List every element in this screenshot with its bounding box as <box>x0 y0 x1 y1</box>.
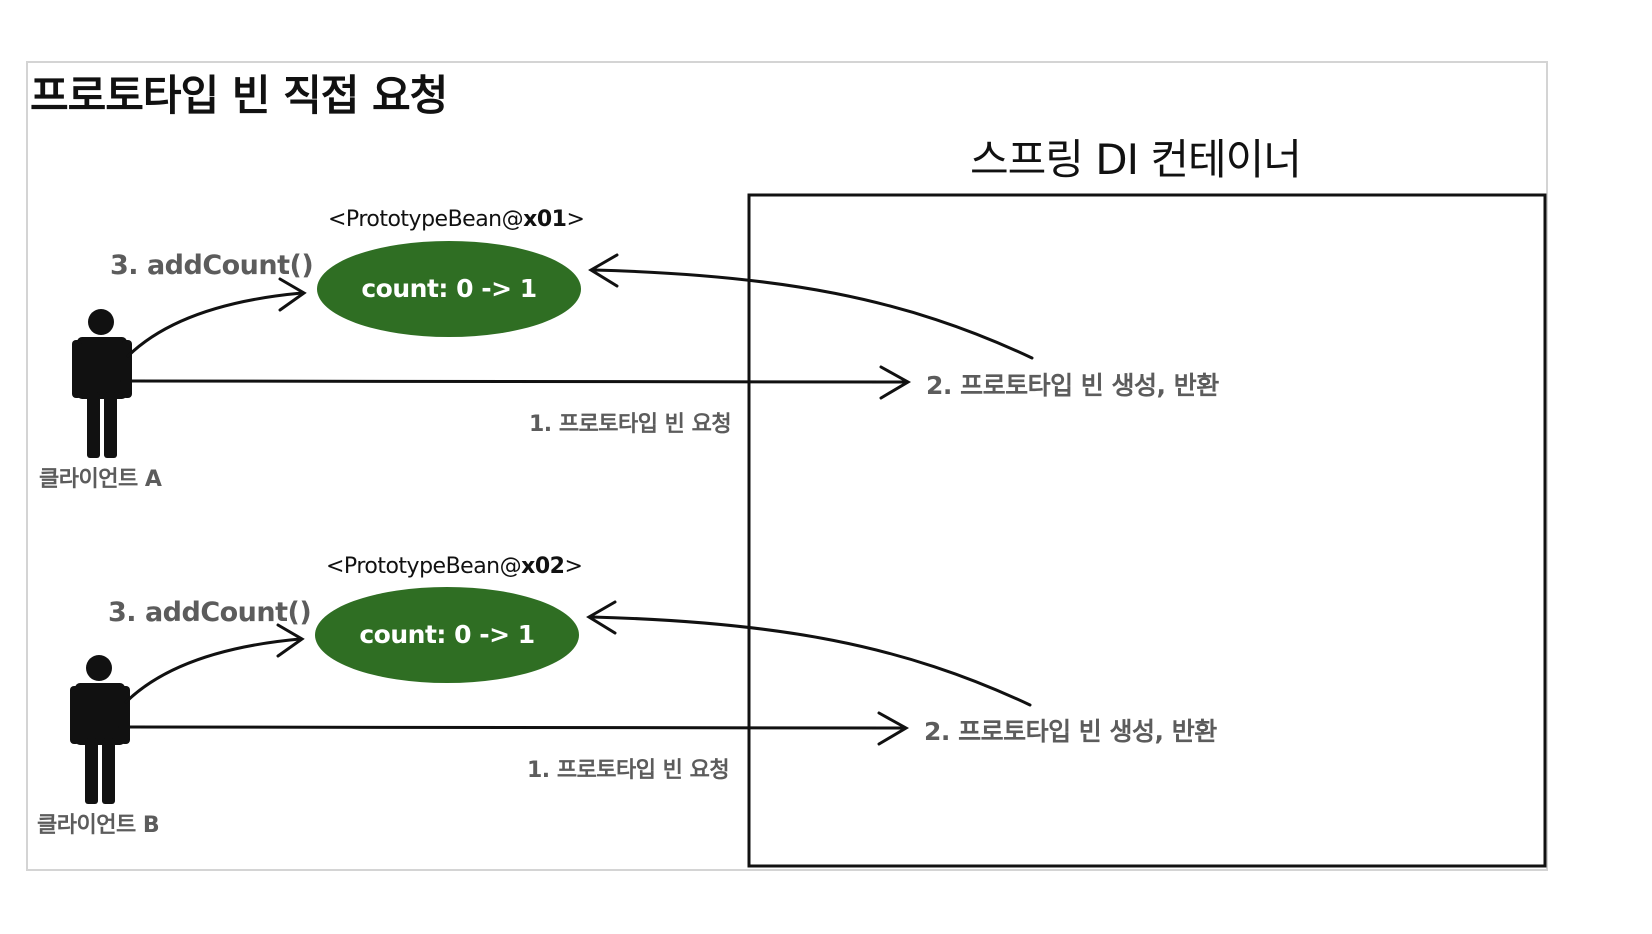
return-a-label: 2. 프로토타입 빈 생성, 반환 <box>926 371 1219 400</box>
return-arrow-a <box>588 253 1034 360</box>
request-arrow-a <box>120 365 912 400</box>
bean-a-label: <PrototypeBean@x01> <box>328 207 585 232</box>
client-b-figure <box>70 655 130 804</box>
bean-a-count: count: 0 -> 1 <box>361 274 537 303</box>
bean-b-label: <PrototypeBean@x02> <box>326 554 583 579</box>
request-arrow-b <box>118 711 910 746</box>
client-a-label: 클라이언트 A <box>39 467 162 492</box>
bean-b-ellipse <box>315 587 579 683</box>
bean-b-id: x02 <box>521 554 565 579</box>
page-title: 프로토타입 빈 직접 요청 <box>30 71 448 120</box>
di-container-box <box>747 193 1547 868</box>
addcount-arrow-a <box>126 277 307 358</box>
addcount-arrow-b <box>124 623 305 704</box>
diagram-frame <box>26 61 1548 871</box>
request-b-label: 1. 프로토타입 빈 요청 <box>527 758 730 783</box>
addcount-b-label: 3. addCount() <box>108 597 312 628</box>
container-title: 스프링 DI 컨테이너 <box>970 135 1302 184</box>
bean-b-count: count: 0 -> 1 <box>359 620 535 649</box>
bean-a-id: x01 <box>523 207 567 232</box>
request-a-label: 1. 프로토타입 빈 요청 <box>529 412 732 437</box>
client-a-figure <box>72 309 132 458</box>
return-b-label: 2. 프로토타입 빈 생성, 반환 <box>924 717 1217 746</box>
return-arrow-b <box>586 600 1032 707</box>
addcount-a-label: 3. addCount() <box>110 250 314 281</box>
client-b-label: 클라이언트 B <box>37 813 160 838</box>
bean-a-ellipse <box>317 241 581 337</box>
